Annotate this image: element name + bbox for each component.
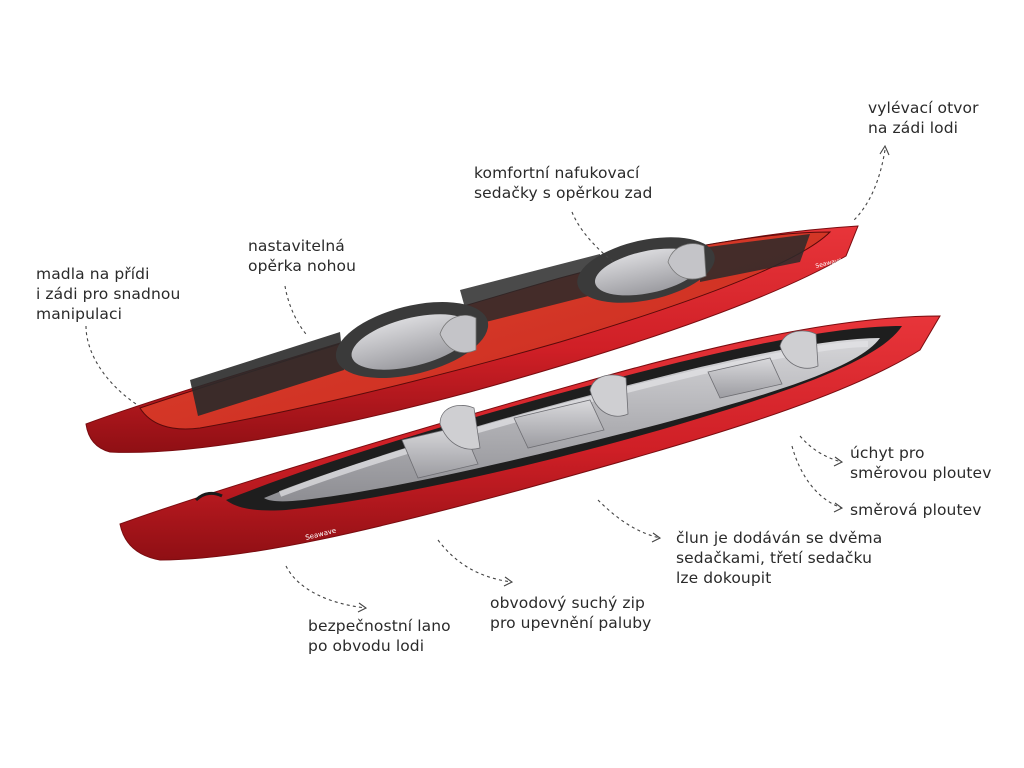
deck-black-panel (190, 332, 344, 416)
leader-third-seat-arrow (651, 532, 662, 543)
leader-rope (285, 565, 367, 609)
leader-footrest (284, 285, 307, 335)
callout-fin-mount-line-2: směrovou ploutev (850, 464, 992, 482)
deck-black-panel-rear (700, 234, 810, 282)
callout-zip: obvodový suchý zip pro upevnění paluby (490, 593, 651, 633)
callout-footrest: nastavitelná opěrka nohou (248, 236, 356, 276)
leader-handles (85, 325, 137, 405)
callout-zip-line-1: obvodový suchý zip (490, 594, 645, 612)
callout-seats: komfortní nafukovací sedačky s opěrkou z… (474, 163, 652, 203)
callout-footrest-line-2: opěrka nohou (248, 257, 356, 275)
leader-zip (437, 539, 513, 583)
front-kayak-handle (194, 491, 223, 502)
callout-rope: bezpečnostní lano po obvodu lodi (308, 616, 451, 656)
seat-backrest-rear (667, 243, 707, 280)
callout-handles-line-2: i zádi pro snadnou (36, 285, 181, 303)
callout-rear-drain: vylévací otvor na zádi lodi (868, 98, 979, 138)
callout-handles-line-1: madla na přídi (36, 265, 150, 283)
callout-seats-line-1: komfortní nafukovací (474, 164, 640, 182)
callout-rear-drain-line-1: vylévací otvor (868, 99, 979, 117)
callout-third-seat: člun je dodáván se dvěma sedačkami, třet… (676, 528, 882, 588)
seat-backrest-front (439, 315, 477, 353)
seat-rear (707, 330, 819, 399)
seat-front (401, 405, 481, 479)
callout-handles-line-3: manipulaci (36, 305, 123, 323)
callout-rear-drain-line-2: na zádi lodi (868, 119, 959, 137)
callout-zip-line-2: pro upevnění paluby (490, 614, 652, 632)
leader-fin-mount-arrow (833, 456, 844, 467)
deck-black-panel-mid (460, 254, 612, 326)
callout-third-seat-line-1: člun je dodáván se dvěma (676, 529, 883, 547)
leader-rear-drain-arrow (879, 144, 890, 156)
kayak-with-deck: Seawave (85, 225, 859, 453)
seat-middle (513, 374, 629, 449)
leader-lines (85, 144, 890, 613)
kayak-open: Seawave (119, 315, 941, 561)
callout-fin-mount: úchyt pro směrovou ploutev (850, 443, 991, 483)
callout-fin: směrová ploutev (850, 500, 982, 520)
leader-rear-drain (851, 149, 886, 223)
leader-fin-arrow (833, 502, 844, 513)
interior-tube-left (278, 341, 869, 497)
callout-fin-mount-line-1: úchyt pro (850, 444, 925, 462)
callout-third-seat-line-2: sedačkami, třetí sedačku (676, 549, 873, 567)
callout-third-seat-line-3: lze dokoupit (676, 569, 772, 587)
leader-rope-arrow (357, 602, 368, 613)
leader-fin-mount (799, 435, 843, 463)
callout-fin-line-1: směrová ploutev (850, 501, 982, 519)
callout-handles: madla na přídi i zádi pro snadnou manipu… (36, 264, 180, 324)
callout-seats-line-2: sedačky s opěrkou zad (474, 184, 653, 202)
callout-rope-line-2: po obvodu lodi (308, 637, 425, 655)
leader-fin (791, 445, 843, 509)
leader-zip-arrow (503, 576, 514, 587)
leader-third-seat (597, 499, 661, 539)
callout-footrest-line-1: nastavitelná (248, 237, 345, 255)
callout-rope-line-1: bezpečnostní lano (308, 617, 451, 635)
